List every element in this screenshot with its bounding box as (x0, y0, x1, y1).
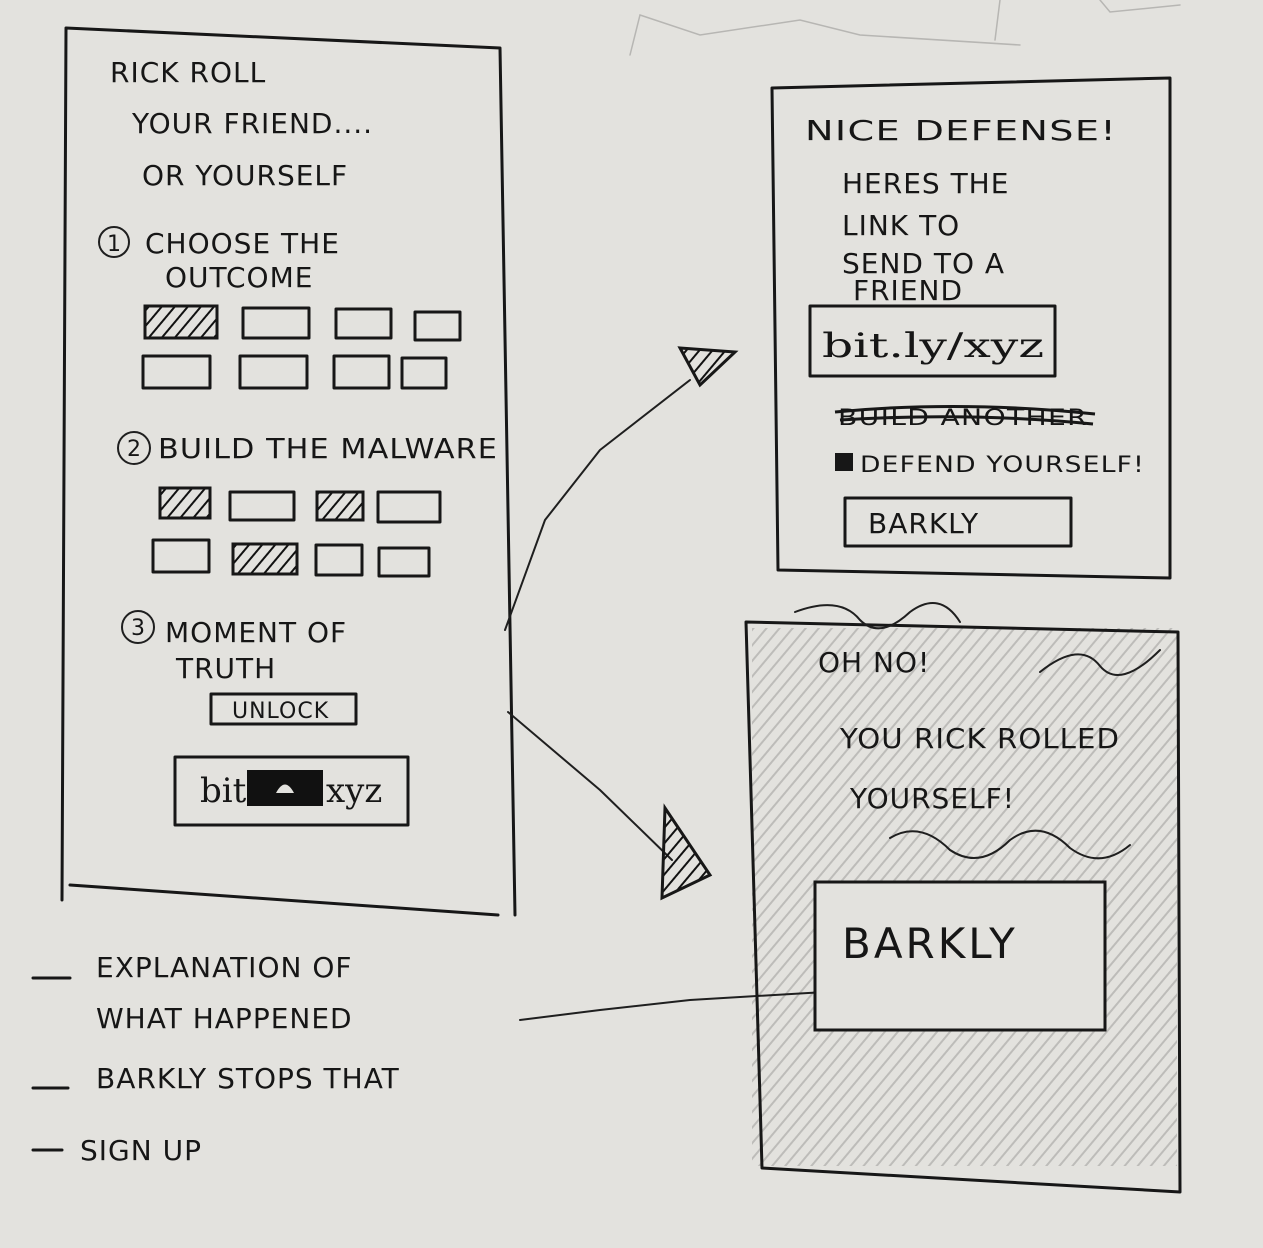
step-2-number: 2 (127, 437, 142, 462)
step-3-label-2: TRUTH (175, 652, 276, 685)
arrow-to-fail (507, 711, 673, 861)
malware-option[interactable] (231, 542, 299, 576)
fail-screen: OH NO! YOU RICK ROLLED YOURSELF! BARKLY (744, 602, 1182, 1194)
lock-icon (276, 784, 294, 793)
strikethrough (834, 404, 1096, 426)
success-screen: NICE DEFENSE! HERES THE LINK TO SEND TO … (770, 76, 1172, 580)
defend-checkbox[interactable] (835, 453, 853, 471)
step-3-number: 3 (131, 616, 146, 641)
share-link-field[interactable] (808, 304, 1057, 378)
locked-link-field (173, 755, 410, 827)
step-1-circle (98, 226, 130, 258)
outcome-option[interactable] (400, 356, 448, 390)
note-2: BARKLY STOPS THAT (96, 1062, 400, 1095)
step-3-label-1: MOMENT OF (165, 616, 347, 649)
outcome-option[interactable] (334, 307, 393, 340)
unlock-button[interactable] (209, 692, 358, 726)
notes-list: EXPLANATION OF WHAT HAPPENED BARKLY STOP… (31, 951, 400, 1167)
arrow-to-success (504, 379, 691, 631)
malware-grid (151, 486, 442, 578)
screen-one: RICK ROLL YOUR FRIEND.... OR YOURSELF 1 … (60, 26, 517, 917)
link-prefix: bit (200, 771, 247, 811)
outcome-grid (141, 304, 462, 390)
link-suffix: xyz (326, 771, 382, 811)
success-body-2: LINK TO (842, 209, 960, 242)
step-1-number: 1 (107, 232, 122, 257)
screen-one-title-2: YOUR FRIEND.... (131, 107, 373, 140)
unlock-button-label: UNLOCK (232, 699, 329, 724)
fail-title: OH NO! (818, 646, 930, 679)
note-1b: WHAT HAPPENED (96, 1002, 353, 1035)
malware-option[interactable] (314, 543, 364, 577)
success-barkly-label: BARKLY (868, 507, 979, 540)
note-1: EXPLANATION OF (96, 951, 352, 984)
malware-option[interactable] (376, 490, 442, 524)
share-link-text: bit.ly/xyz (822, 326, 1044, 366)
malware-option[interactable] (228, 490, 296, 522)
outcome-option[interactable] (238, 354, 309, 390)
fail-line-1: YOU RICK ROLLED (839, 722, 1120, 755)
outcome-option[interactable] (241, 306, 311, 340)
fail-line-2: YOURSELF! (849, 782, 1015, 815)
paper-crease (629, 14, 1021, 56)
fail-squiggle (794, 602, 961, 630)
paper-crease-3 (1099, 0, 1181, 13)
success-body-1: HERES THE (842, 167, 1009, 200)
fail-squiggle-3 (1039, 649, 1161, 676)
outcome-option[interactable] (141, 354, 212, 390)
step-3-circle (121, 610, 155, 644)
success-barkly-button[interactable] (843, 496, 1073, 548)
step-1-label-1: CHOOSE THE (145, 227, 340, 260)
malware-option[interactable] (315, 490, 365, 522)
malware-option[interactable] (158, 486, 212, 520)
success-body-4: FRIEND (853, 274, 963, 307)
screen-one-frame (60, 26, 517, 917)
fail-arrowhead-icon (660, 803, 713, 901)
success-frame (770, 76, 1172, 580)
fail-barkly-button[interactable] (813, 880, 1107, 1032)
malware-option[interactable] (151, 538, 211, 574)
outcome-option[interactable] (332, 354, 391, 390)
success-body-3: SEND TO A (842, 247, 1005, 280)
screen-one-title-3: OR YOURSELF (142, 159, 348, 192)
step-1-label-2: OUTCOME (165, 261, 313, 294)
malware-option[interactable] (377, 546, 431, 578)
flow-arrows (504, 346, 826, 1021)
outcome-option[interactable] (143, 304, 219, 340)
fail-squiggle-2 (889, 829, 1131, 860)
paper-crease-2 (994, 0, 1001, 41)
screen-one-title-1: RICK ROLL (110, 56, 266, 89)
outcome-option[interactable] (413, 310, 462, 342)
fail-frame (744, 620, 1182, 1194)
step-2-circle (117, 431, 151, 465)
step-2-label: BUILD THE MALWARE (158, 432, 498, 465)
defend-text: DEFEND YOURSELF! (860, 453, 1145, 478)
success-arrowhead-icon (677, 346, 739, 388)
note-3: SIGN UP (80, 1134, 202, 1167)
success-title: NICE DEFENSE! (805, 114, 1117, 147)
fail-barkly-label: BARKLY (842, 919, 1018, 968)
